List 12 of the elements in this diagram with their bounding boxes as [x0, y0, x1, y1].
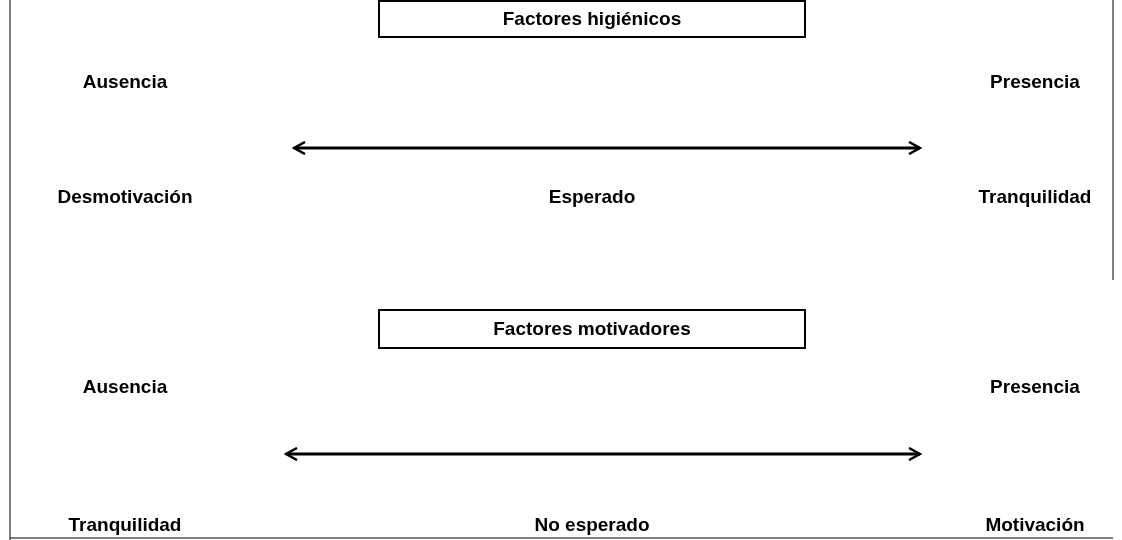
scale-label: No esperado — [534, 514, 650, 536]
scale-label: Desmotivación — [57, 186, 193, 208]
title-box: Factores higiénicos — [378, 0, 806, 38]
scale-label: Presencia — [990, 71, 1080, 93]
scale-label: Tranquilidad — [978, 186, 1092, 208]
scale-label: Tranquilidad — [68, 514, 182, 536]
scale-label: Motivación — [985, 514, 1085, 536]
title-box: Factores motivadores — [378, 309, 806, 349]
scale-label: Ausencia — [82, 376, 168, 398]
scale-label: Presencia — [990, 376, 1080, 398]
scale-label: Ausencia — [82, 71, 168, 93]
scale-label: Esperado — [548, 186, 636, 208]
